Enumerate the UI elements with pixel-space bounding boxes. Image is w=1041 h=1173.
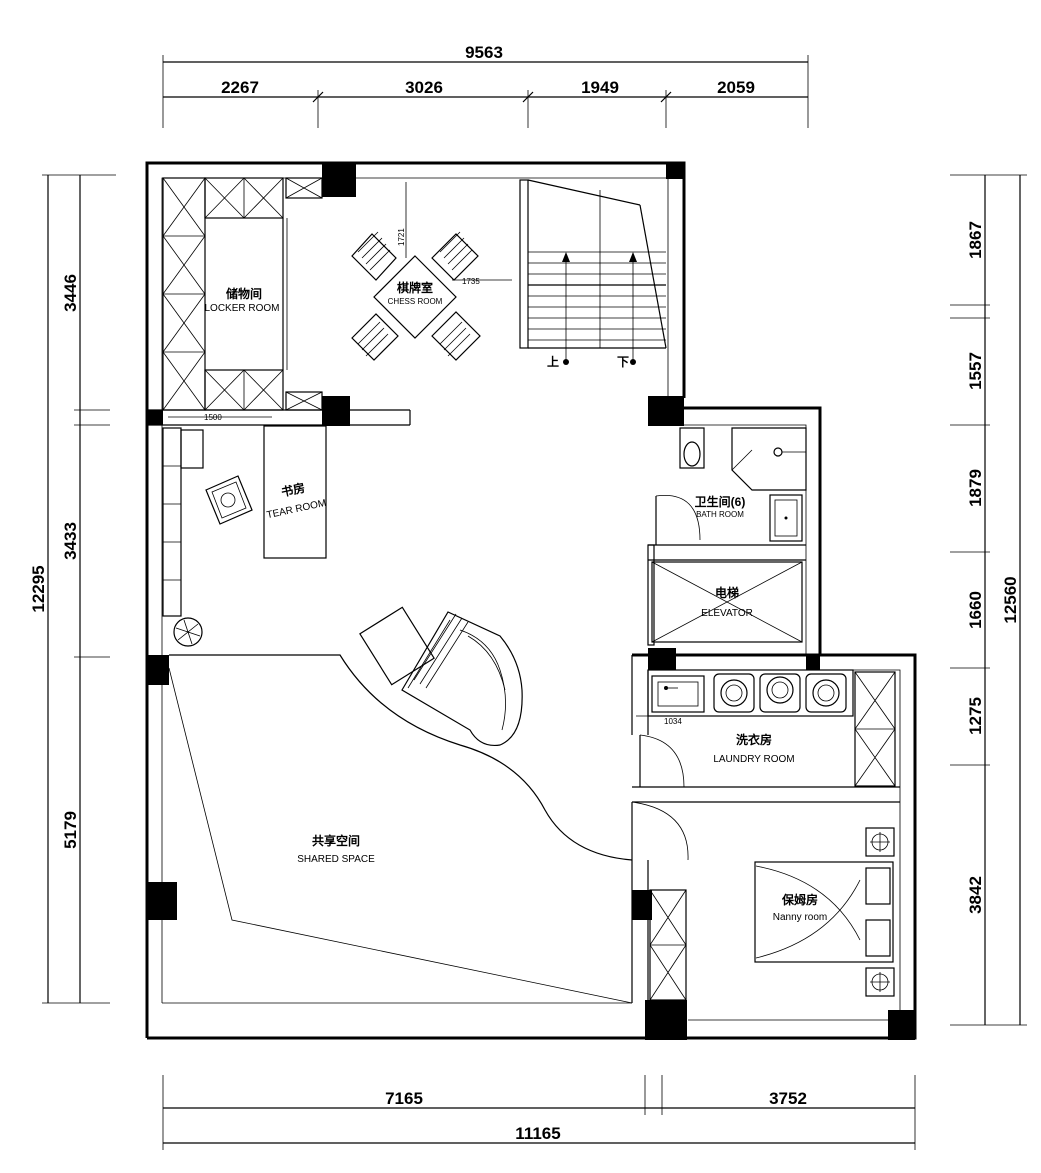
elevator-label-en: ELEVATOR xyxy=(701,608,753,619)
bath-label-cn: 卫生间(6) xyxy=(695,494,746,509)
nightstand-lamp-top-icon xyxy=(865,827,895,857)
dim-right-6: 3842 xyxy=(966,876,985,914)
chair-top-left xyxy=(351,231,397,281)
nightstand-lamp-bottom-icon xyxy=(865,967,895,997)
left-dimension-lines xyxy=(42,174,116,1004)
study-armchair xyxy=(205,475,253,525)
laundry-fixtures xyxy=(636,669,896,788)
bed-icon xyxy=(754,861,894,963)
shared-space-label-en: SHARED SPACE xyxy=(297,854,375,865)
dim-top-3: 1949 xyxy=(581,78,619,97)
stairs-up-label: 上 xyxy=(547,354,559,369)
bath-label-en: BATH ROOM xyxy=(696,510,744,519)
dim-right-total: 12560 xyxy=(1001,576,1020,623)
chair-bottom-left xyxy=(351,313,399,361)
nanny-room-furniture xyxy=(649,827,895,1001)
stairs-down-label: 下 xyxy=(617,355,629,369)
locker-room-label-en: LOCKER ROOM xyxy=(204,303,279,314)
bottom-dimension-lines xyxy=(162,1075,916,1150)
dim-right-3: 1879 xyxy=(966,469,985,507)
dim-right-2: 1557 xyxy=(966,352,985,390)
study-furniture: 1500 xyxy=(162,413,327,647)
locker-room-label-cn: 储物间 xyxy=(226,286,262,301)
dim-right-4: 1660 xyxy=(966,591,985,629)
dim-1500: 1500 xyxy=(204,413,222,422)
chair-top-right xyxy=(431,231,479,281)
dim-right-1: 1867 xyxy=(966,221,985,259)
dim-top-2: 3026 xyxy=(405,78,443,97)
locker-room-cabinets xyxy=(162,177,323,411)
laundry-label-en: LAUNDRY ROOM xyxy=(713,754,794,765)
dim-1721: 1721 xyxy=(397,228,406,246)
dim-top-1: 2267 xyxy=(221,78,259,97)
dim-bottom-2: 3752 xyxy=(769,1089,807,1108)
dim-1735: 1735 xyxy=(462,277,480,286)
dim-right-5: 1275 xyxy=(966,697,985,735)
shared-space-floor xyxy=(168,606,689,1004)
elevator-shaft[interactable] xyxy=(651,561,803,643)
dim-1034: 1034 xyxy=(664,717,682,726)
washer-2-icon xyxy=(759,673,801,713)
top-dimension-lines xyxy=(162,55,809,128)
nanny-room-label-cn: 保姆房 xyxy=(781,892,818,907)
dim-bottom-total: 11165 xyxy=(515,1124,560,1143)
chess-room-label-cn: 棋牌室 xyxy=(397,280,433,295)
shared-space-label-cn: 共享空间 xyxy=(312,833,360,848)
laundry-label-cn: 洗衣房 xyxy=(736,732,772,747)
chess-table-set xyxy=(351,182,512,361)
dim-bottom-1: 7165 xyxy=(385,1089,423,1108)
dim-left-total: 12295 xyxy=(29,565,48,612)
plant-icon xyxy=(173,617,203,647)
chess-room-label-en: CHESS ROOM xyxy=(388,297,443,306)
dim-left-3: 5179 xyxy=(61,811,80,849)
structural-columns xyxy=(147,163,915,1040)
bathroom-fixtures xyxy=(655,427,807,545)
study-label-en: TEAR ROOM xyxy=(266,498,328,521)
washer-3-icon xyxy=(805,673,847,713)
nanny-room-label-en: Nanny room xyxy=(773,912,827,923)
washer-1-icon xyxy=(713,673,755,713)
dim-left-2: 3433 xyxy=(61,522,80,560)
chair-bottom-right xyxy=(431,311,481,361)
staircase[interactable] xyxy=(519,179,667,365)
piano-icon xyxy=(359,606,523,747)
elevator-label-cn: 电梯 xyxy=(715,585,739,600)
study-label-cn: 书房 xyxy=(280,480,307,500)
right-dimension-lines xyxy=(950,174,1027,1026)
dim-top-total: 9563 xyxy=(465,43,503,62)
dim-top-4: 2059 xyxy=(717,78,755,97)
dim-left-1: 3446 xyxy=(61,274,80,312)
